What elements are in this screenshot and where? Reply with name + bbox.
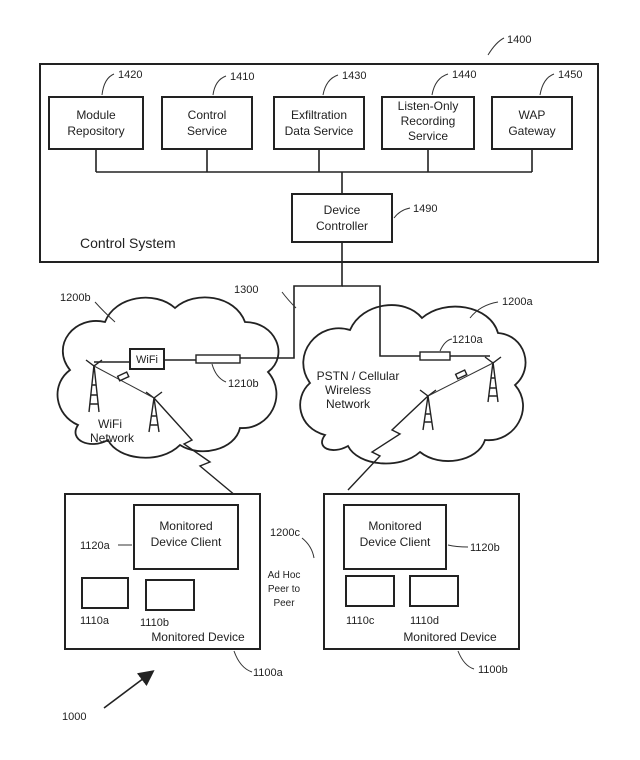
monitored-device-a-leader — [233, 650, 253, 673]
control-bus-wires — [95, 149, 533, 194]
backbone-ref: 1300 — [234, 284, 258, 296]
cellular-wireless-link-icon — [347, 395, 429, 491]
device-controller-ref: 1490 — [413, 203, 437, 215]
wap-gateway-box — [491, 96, 573, 150]
control-service-line-2: Service — [187, 124, 227, 138]
component-1110d-box — [409, 575, 459, 607]
device-client-b-line-2: Device Client — [360, 535, 431, 549]
component-1110c-ref: 1110c — [346, 615, 375, 627]
cellular-network-cloud — [299, 304, 527, 465]
monitored-device-b-ref: 1100b — [478, 664, 508, 676]
device-controller-line-2: Controller — [316, 219, 368, 233]
control-service-ref: 1410 — [230, 71, 254, 83]
cellular-network-line-3: Network — [326, 397, 371, 411]
component-1110b-box — [145, 579, 195, 611]
wifi-link-leader — [211, 363, 227, 383]
listen-only-line-2: Recording — [401, 114, 456, 128]
system-ref: 1000 — [62, 711, 86, 723]
cellular-repeater-icon — [454, 369, 468, 380]
monitored-device-b-label: Monitored Device — [403, 630, 497, 644]
wifi-tower-link — [93, 365, 155, 399]
ad-hoc-line-1: Ad Hoc — [268, 570, 301, 581]
component-1110d-ref: 1110d — [410, 615, 439, 627]
control-system-label: Control System — [80, 235, 176, 251]
listen-only-ref: 1440 — [452, 69, 476, 81]
ad-hoc-leader — [301, 537, 315, 559]
monitored-device-a-label: Monitored Device — [151, 630, 245, 644]
wifi-wireless-link-icon — [153, 397, 237, 497]
wifi-repeater-icon — [116, 371, 130, 382]
listen-only-leader — [431, 73, 449, 96]
cellular-network-line-1: PSTN / Cellular — [317, 369, 400, 383]
exfiltration-leader — [322, 74, 339, 96]
ad-hoc-ref: 1200c — [270, 527, 300, 539]
device-controller-box — [291, 193, 393, 243]
device-client-a-line-1: Monitored — [159, 519, 212, 533]
cellular-tower-link — [427, 362, 494, 397]
wifi-access-point-label: WiFi — [136, 354, 158, 366]
control-service-box — [161, 96, 253, 150]
control-system-ref: 1400 — [507, 34, 531, 46]
module-repository-line-1: Module — [76, 108, 116, 122]
cellular-network-line-2: Wireless — [325, 383, 371, 397]
device-client-a-box — [133, 504, 239, 570]
backbone-to-wifi — [240, 242, 343, 359]
device-client-b-box — [343, 504, 447, 570]
system-arrow-icon — [103, 670, 155, 709]
wap-gateway-line-1: WAP — [519, 108, 546, 122]
wifi-link-segment — [195, 354, 241, 364]
ad-hoc-line-3: Peer — [273, 598, 295, 609]
component-1110a-ref: 1110a — [80, 615, 110, 627]
cellular-link-leader — [439, 338, 453, 352]
device-client-b-line-1: Monitored — [368, 519, 421, 533]
module-repository-leader — [101, 73, 115, 96]
wap-gateway-ref: 1450 — [558, 69, 582, 81]
module-repository-ref: 1420 — [118, 69, 142, 81]
wifi-link-ref: 1210b — [228, 378, 259, 390]
device-controller-leader — [393, 207, 411, 219]
exfiltration-line-1: Exfiltration — [291, 108, 347, 122]
cellular-network-leader — [469, 301, 499, 319]
monitored-device-b-leader — [457, 650, 475, 670]
wifi-network-line-2: Network — [90, 431, 135, 445]
component-1110a-box — [81, 577, 129, 609]
wap-gateway-leader — [539, 73, 555, 96]
wifi-network-ref: 1200b — [60, 292, 91, 304]
wap-gateway-line-2: Gateway — [508, 124, 555, 138]
exfiltration-data-service-box — [273, 96, 365, 150]
monitored-device-a-ref: 1100a — [253, 667, 284, 679]
listen-only-recording-service-box — [381, 96, 475, 150]
backbone-leader — [281, 291, 297, 309]
device-client-a-ref: 1120a — [80, 540, 111, 552]
wifi-network-line-1: WiFi — [98, 417, 122, 431]
control-service-line-1: Control — [188, 108, 227, 122]
wifi-network-cloud — [56, 296, 280, 459]
listen-only-line-1: Listen-Only — [398, 99, 459, 113]
ad-hoc-line-2: Peer to — [268, 584, 301, 595]
cellular-link-ref: 1210a — [452, 334, 483, 346]
listen-only-line-3: Service — [408, 129, 448, 143]
control-system-leader — [487, 37, 505, 56]
device-client-b-ref: 1120b — [470, 542, 500, 554]
exfiltration-line-2: Data Service — [285, 124, 354, 138]
component-1110b-ref: 1110b — [140, 617, 169, 629]
device-controller-line-1: Device — [324, 203, 361, 217]
control-service-leader — [212, 75, 227, 96]
component-1110c-box — [345, 575, 395, 607]
backbone-to-cellular — [342, 285, 420, 357]
device-client-a-line-2: Device Client — [151, 535, 222, 549]
wifi-network-leader — [94, 301, 116, 323]
module-repository-line-2: Repository — [67, 124, 124, 138]
module-repository-box — [48, 96, 144, 150]
device-client-b-leader — [447, 544, 469, 548]
exfiltration-ref: 1430 — [342, 70, 366, 82]
wifi-access-point-box — [129, 348, 165, 370]
cellular-network-ref: 1200a — [502, 296, 533, 308]
